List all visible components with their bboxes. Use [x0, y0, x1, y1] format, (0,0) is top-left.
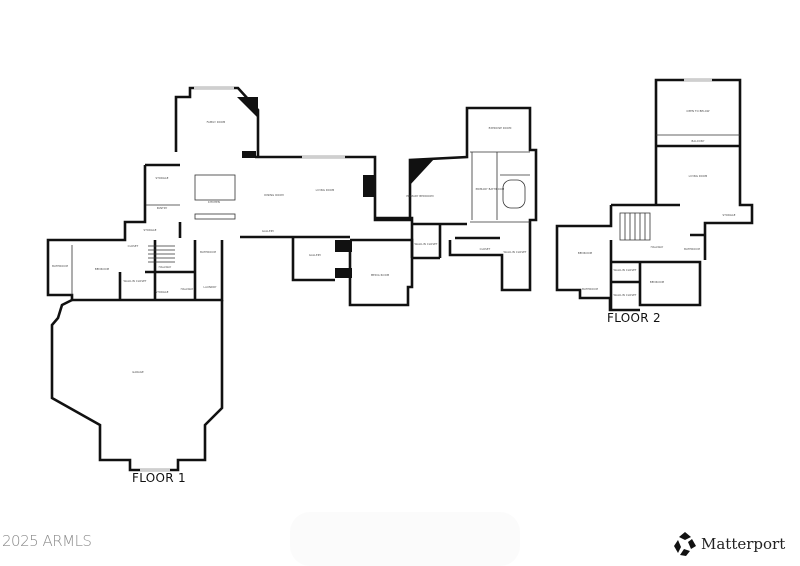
- room-label: WALK-IN CLOSET: [123, 279, 146, 283]
- floor-2-label: FLOOR 2: [607, 311, 661, 325]
- room-label: LIVING ROOM: [316, 188, 335, 192]
- room-label: PANTRY: [157, 206, 168, 210]
- room-label: WALK-IN CLOSET: [613, 293, 636, 297]
- room-label: STORAGE: [155, 290, 168, 294]
- room-label: BATHROOM: [52, 264, 68, 268]
- room-label: BEDROOM: [650, 280, 664, 284]
- room-label: GALLERY: [262, 229, 275, 233]
- room-label: WALK-IN CLOSET: [613, 268, 636, 272]
- matterport-logo: Matterport: [673, 531, 785, 557]
- room-label: BATHROOM: [684, 247, 700, 251]
- room-label: LAUNDRY: [203, 285, 216, 289]
- room-label: HALLWAY: [159, 265, 172, 269]
- room-label: BATHROOM: [582, 287, 598, 291]
- room-label: MEDIA ROOM: [371, 273, 389, 277]
- room-label: BEDROOM: [578, 251, 592, 255]
- room-label: EXERCISE ROOM: [489, 126, 512, 130]
- room-label: LIVING ROOM: [689, 174, 708, 178]
- floor-2-walls: [555, 78, 754, 312]
- room-label: GALLERY: [309, 253, 322, 257]
- room-label: WALK-IN CLOSET: [414, 242, 437, 246]
- room-label: BALCONY: [691, 139, 704, 143]
- floor-1-room-labels: FAMILY ROOM KITCHEN DINING ROOM LIVING R…: [52, 120, 527, 374]
- floor-1-walls: [46, 86, 538, 472]
- room-label: PRIMARY BEDROOM: [406, 194, 433, 198]
- room-label: DINING ROOM: [264, 193, 283, 197]
- room-label: HALLWAY: [651, 245, 664, 249]
- room-label: CLOSET: [128, 244, 139, 248]
- matterport-brand-text: Matterport: [701, 535, 786, 553]
- matterport-logo-icon: [674, 532, 696, 556]
- room-label: STORAGE: [155, 176, 168, 180]
- room-label: BATHROOM: [200, 250, 216, 254]
- room-label: FAMILY ROOM: [207, 120, 226, 124]
- room-label: STORAGE: [143, 228, 156, 232]
- copyright-text: 2025 ARMLS: [2, 532, 92, 550]
- room-label: WALK-IN CLOSET: [503, 250, 526, 254]
- room-label: HALLWAY: [181, 287, 194, 291]
- room-label: BEDROOM: [95, 267, 109, 271]
- floor-1-label: FLOOR 1: [132, 471, 186, 485]
- room-label: PRIMARY BATHROOM: [476, 187, 505, 191]
- room-label: OPEN TO BELOW: [686, 109, 709, 113]
- room-label: STORAGE: [722, 213, 735, 217]
- room-label: CLOSET: [480, 247, 491, 251]
- room-label: KITCHEN: [208, 200, 220, 204]
- watermark: [290, 512, 520, 566]
- room-label: GARAGE: [132, 370, 144, 374]
- floor-2-room-labels: OPEN TO BELOW BALCONY LIVING ROOM STORAG…: [578, 109, 736, 297]
